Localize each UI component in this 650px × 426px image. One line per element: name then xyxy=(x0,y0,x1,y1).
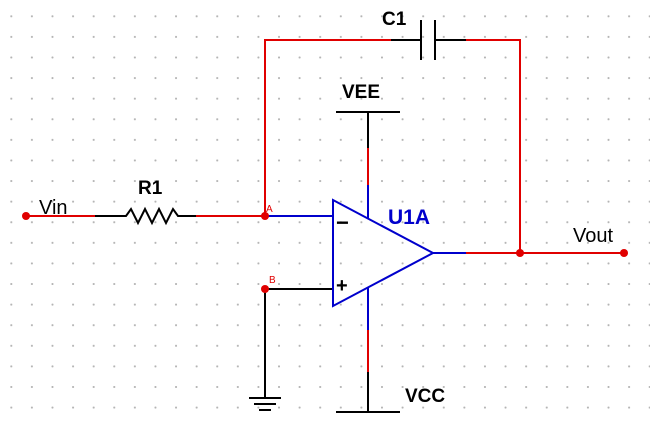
vout-terminal-dot xyxy=(620,249,628,257)
vcc-label: VCC xyxy=(405,386,445,407)
wire-feedback-right xyxy=(466,39,521,253)
node-b-label: B xyxy=(269,275,276,286)
c1-label: C1 xyxy=(382,9,407,30)
component-leads xyxy=(95,20,466,413)
r1-resistor xyxy=(95,206,196,226)
output-junction-dot xyxy=(516,249,524,257)
vin-label: Vin xyxy=(39,197,68,219)
wires xyxy=(26,39,624,372)
vin-terminal-dot xyxy=(22,212,30,220)
node-a-label: A xyxy=(266,204,273,215)
vee-label: VEE xyxy=(342,82,380,103)
junctions xyxy=(22,212,628,293)
plus-sign: + xyxy=(336,275,348,297)
node-b-dot xyxy=(261,285,269,293)
r1-label: R1 xyxy=(138,178,163,199)
u1a-label: U1A xyxy=(388,206,430,229)
opamp-u1a xyxy=(265,185,466,330)
wire-feedback-left xyxy=(264,39,391,216)
opamp-triangle xyxy=(332,198,436,308)
minus-sign: − xyxy=(336,210,349,235)
vout-label: Vout xyxy=(573,225,613,247)
node-a-dot xyxy=(261,212,269,220)
